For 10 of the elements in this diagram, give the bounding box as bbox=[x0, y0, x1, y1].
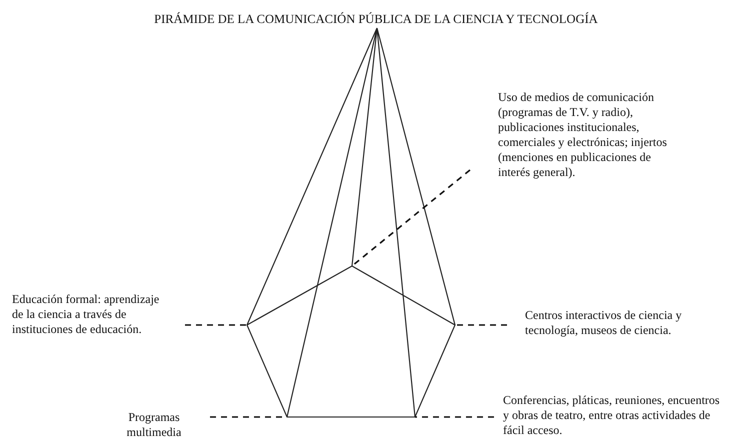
annotation-text: Conferencias, pláticas, reuniones, encuentros y obras de teatro, entre otras actividades de fácil acceso. bbox=[503, 393, 725, 438]
leader-line bbox=[415, 416, 494, 418]
annotation-text: Centros interactivos de ciencia y tecnología, museos de ciencia. bbox=[525, 308, 725, 338]
leader-line bbox=[185, 324, 247, 326]
annotation-text: Educación formal: aprendizaje de la ciencia a través de instituciones de educación. bbox=[12, 292, 162, 337]
annotation-text: Uso de medios de comunicación (programas de T.V. y radio), publicaciones institucionales, comerciales y electrónicas; injertos (menciones en publicaciones de interés general). bbox=[498, 90, 673, 180]
leader-line bbox=[457, 324, 507, 326]
leader-line bbox=[352, 169, 470, 267]
diagram-title: PIRÁMIDE DE LA COMUNICACIÓN PÚBLICA DE LA CIENCIA Y TECNOLOGÍA bbox=[153, 12, 599, 27]
annotation-text: Programas multimedia bbox=[100, 410, 208, 440]
